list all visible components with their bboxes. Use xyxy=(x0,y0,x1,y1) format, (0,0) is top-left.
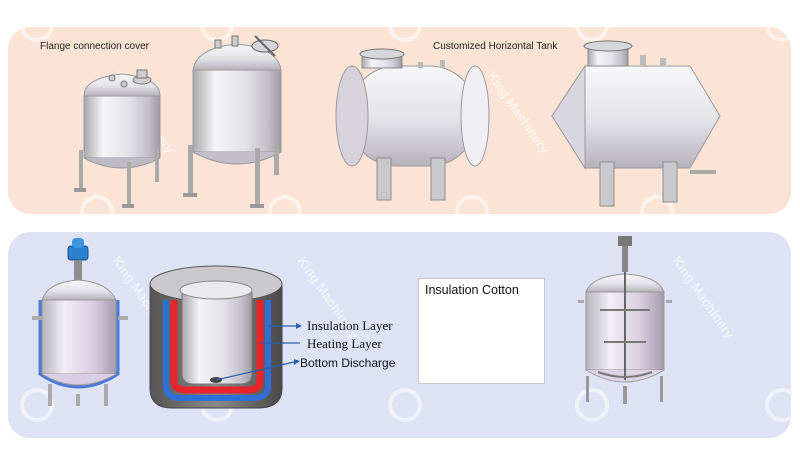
insulation-cotton-title: Insulation Cotton xyxy=(425,283,519,297)
bottom-discharge-label: Bottom Discharge xyxy=(300,356,396,370)
vertical-tank-with-flange-cover xyxy=(183,35,282,208)
watermark-logo xyxy=(575,388,609,422)
flange-cover-label: Flange connection cover xyxy=(40,41,149,52)
watermark-logo xyxy=(455,195,489,229)
insulation-layer-label: Insulation Layer xyxy=(307,318,393,333)
watermark-logo xyxy=(765,388,799,422)
watermark-logo xyxy=(20,8,54,42)
small-vertical-tank xyxy=(74,69,161,208)
watermark-logo xyxy=(765,8,799,42)
jacketed-reactor xyxy=(32,238,128,406)
horizontal-tank-label: Customized Horizontal Tank xyxy=(433,41,558,52)
watermark-logo xyxy=(80,195,114,229)
watermark-logo xyxy=(640,195,674,229)
tank-cutaway xyxy=(149,265,302,409)
watermark-logo xyxy=(388,388,422,422)
watermark-logo xyxy=(268,195,302,229)
watermark-logo xyxy=(388,8,422,42)
horizontal-tank xyxy=(335,48,490,201)
heating-layer-label: Heating Layer xyxy=(307,336,382,351)
watermark-logo xyxy=(575,8,609,42)
insulation-photo-frame xyxy=(418,278,545,384)
agitator-reactor xyxy=(578,236,672,404)
customized-horizontal-tank xyxy=(551,40,721,207)
